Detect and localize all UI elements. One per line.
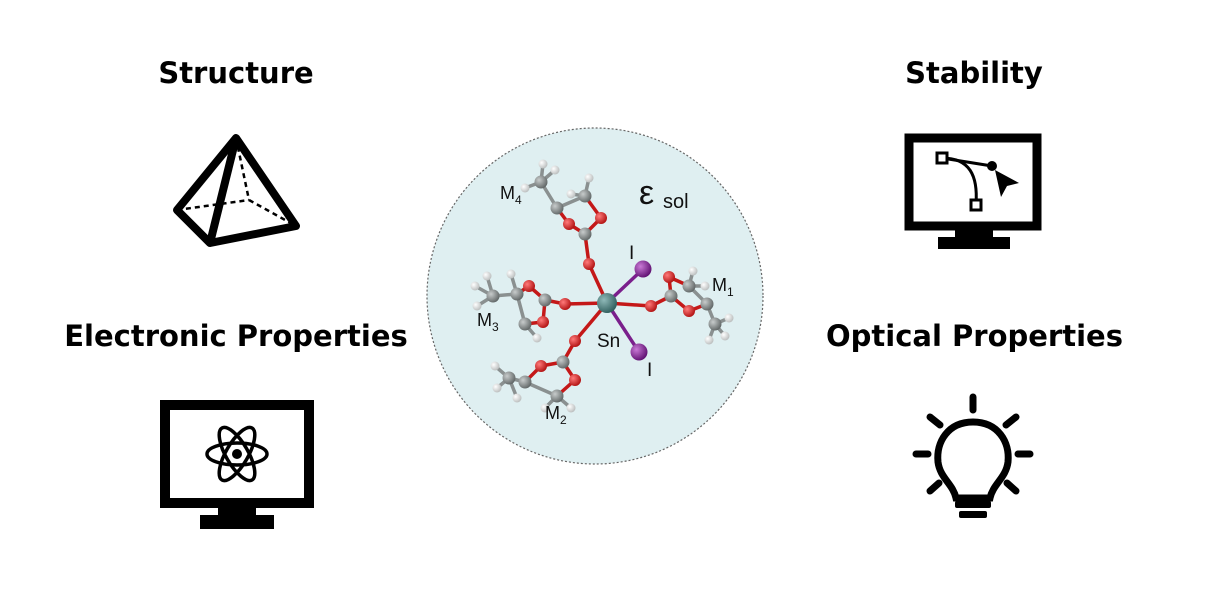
atom-h	[700, 281, 710, 291]
atom-c	[518, 375, 532, 389]
electronic-properties-label: Electronic Properties	[64, 319, 408, 353]
atom-h	[550, 165, 560, 175]
atom-h	[512, 393, 522, 403]
atom-h	[538, 159, 548, 169]
iodine-label-bottom: I	[647, 360, 652, 381]
atom-c	[578, 227, 592, 241]
atom-h	[688, 266, 698, 276]
iodine-label-top: I	[629, 243, 634, 264]
atom-h	[492, 383, 502, 393]
atom-c	[550, 389, 564, 403]
atom-h	[532, 333, 542, 343]
atom-o	[523, 280, 535, 292]
atom-o	[569, 335, 581, 347]
lightbulb-icon	[912, 393, 1034, 518]
atom-o	[645, 300, 657, 312]
atom-h	[566, 403, 576, 413]
atom-h	[506, 269, 516, 279]
atom-o	[537, 316, 549, 328]
atom-c	[708, 317, 722, 331]
atom-c	[502, 371, 516, 385]
atom-c	[534, 175, 548, 189]
atom-i	[630, 343, 648, 361]
atom-c	[700, 297, 714, 311]
atom-o	[535, 360, 547, 372]
atom-c	[518, 317, 532, 331]
atom-sn	[597, 293, 617, 313]
molecule-solvent-sphere: ε sol Sn I I M1 M2 M3 M4	[426, 127, 764, 465]
atom-h	[724, 313, 734, 323]
atom-c	[664, 289, 678, 303]
monitor-atom-icon	[160, 400, 314, 529]
ligand-m2-label: M2	[545, 403, 567, 427]
atom-h	[520, 183, 530, 193]
atom-c	[510, 287, 524, 301]
solvent-epsilon: ε	[639, 174, 654, 212]
atom-h	[470, 281, 480, 291]
atom-h	[540, 403, 550, 413]
atom-o	[663, 271, 675, 283]
atom-h	[490, 361, 500, 371]
atom-o	[583, 258, 595, 270]
atom-c	[578, 189, 592, 203]
atom-c	[486, 289, 500, 303]
atom-h	[584, 173, 594, 183]
atom-o	[563, 218, 575, 230]
ligand-m3-label: M3	[477, 310, 499, 334]
atom-o	[559, 298, 571, 310]
atom-o	[569, 374, 581, 386]
ligand-m1-label: M1	[712, 275, 734, 299]
atom-c	[550, 201, 564, 215]
atom-o	[683, 305, 695, 317]
atom-h	[472, 301, 482, 311]
pyramid-icon	[173, 134, 300, 247]
stability-label: Stability	[905, 56, 1043, 90]
atom-h	[566, 189, 576, 199]
atom-c	[682, 279, 696, 293]
atom-i	[634, 260, 652, 278]
monitor-bezier-cursor-icon	[904, 133, 1042, 249]
solvent-subscript: sol	[663, 191, 689, 213]
sn-label: Sn	[597, 331, 620, 352]
solvent-sphere	[426, 127, 764, 465]
atom-h	[482, 271, 492, 281]
atom-c	[538, 293, 552, 307]
atom-h	[720, 331, 730, 341]
atom-c	[556, 355, 570, 369]
optical-properties-label: Optical Properties	[826, 319, 1123, 353]
ligand-m4-label: M4	[500, 183, 522, 207]
structure-label: Structure	[158, 56, 314, 90]
atom-o	[595, 212, 607, 224]
atom-h	[704, 335, 714, 345]
